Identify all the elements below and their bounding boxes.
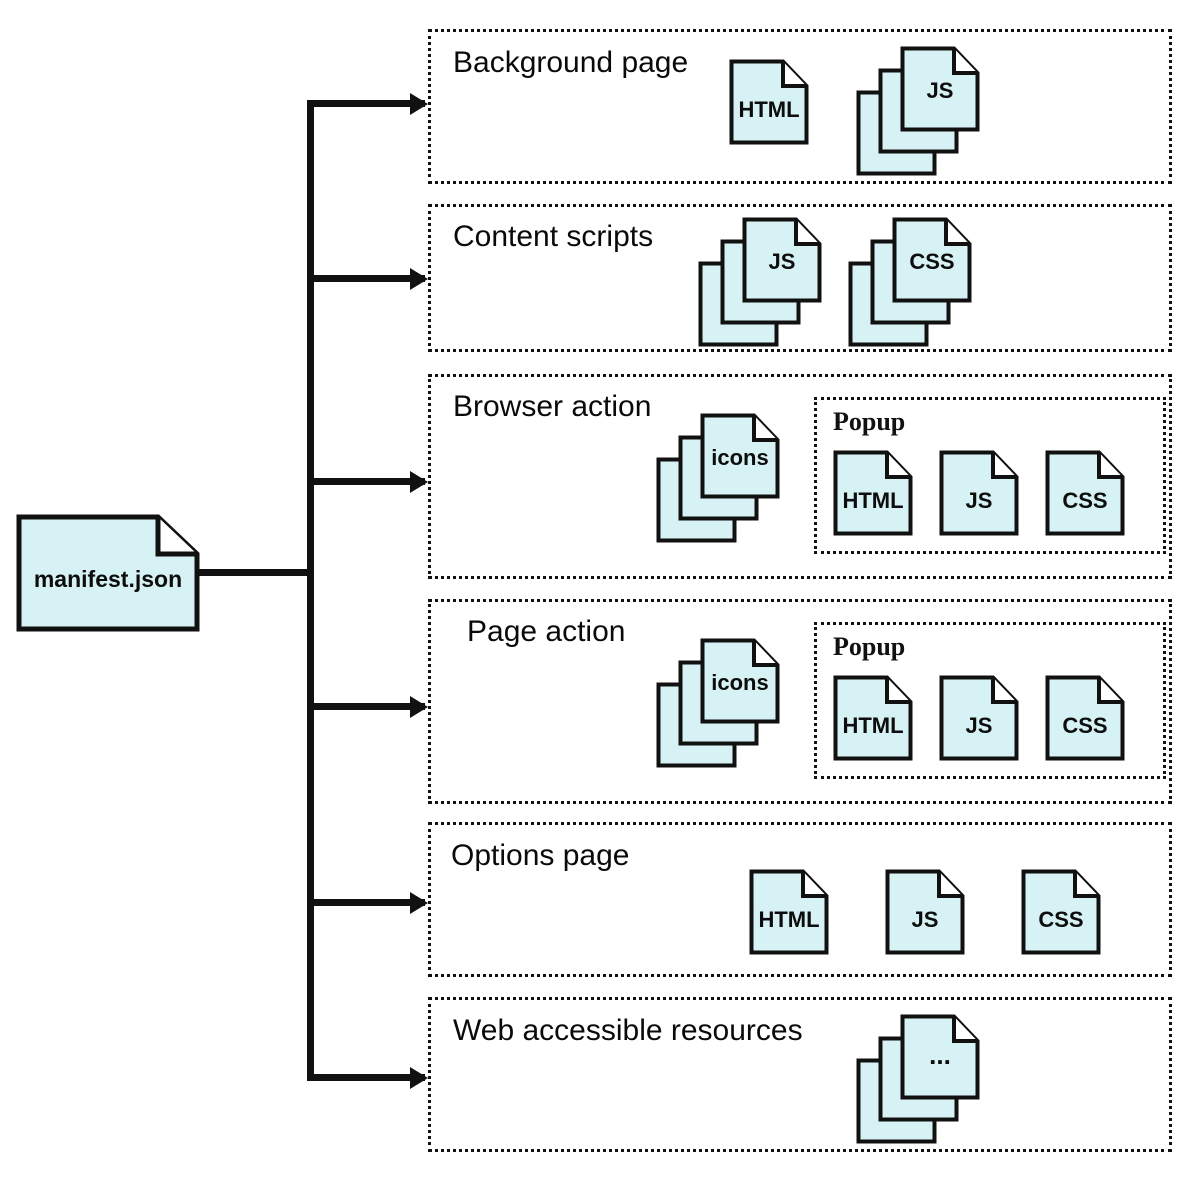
- connector-arrow-4: [410, 696, 428, 718]
- file-stack-icon-icons[interactable]: icons: [656, 413, 780, 543]
- file-icon-css[interactable]: CSS: [1021, 869, 1101, 955]
- connector-arrow-6: [410, 1067, 428, 1089]
- section-title-web-accessible-resources: Web accessible resources: [453, 1014, 803, 1047]
- popup-group-title: Popup: [833, 407, 906, 436]
- section-web-accessible-resources[interactable]: Web accessible resources ...: [428, 997, 1172, 1152]
- file-icon-html[interactable]: HTML: [749, 869, 829, 955]
- file-icon-js[interactable]: JS: [885, 869, 965, 955]
- section-content-scripts[interactable]: Content scripts JS CSS: [428, 204, 1172, 352]
- popup-group-page-action[interactable]: Popup HTML JS CSS: [814, 622, 1166, 779]
- file-icon-css[interactable]: CSS: [1045, 675, 1125, 761]
- popup-group-browser-action[interactable]: Popup HTML JS CSS: [814, 397, 1166, 554]
- section-background-page[interactable]: Background page HTML JS: [428, 29, 1172, 184]
- file-stack-icon-js[interactable]: JS: [856, 46, 980, 176]
- section-title-background-page: Background page: [453, 46, 689, 79]
- popup-group-title: Popup: [833, 632, 906, 661]
- connector-trunk: [307, 100, 314, 1081]
- connector-arrow-5: [410, 892, 428, 914]
- connector-arrow-1: [410, 93, 428, 115]
- section-browser-action[interactable]: Browser action icons Popup HTML: [428, 374, 1172, 579]
- connector-branch-6: [307, 1074, 425, 1081]
- file-icon-html[interactable]: HTML: [833, 675, 913, 761]
- section-title-options-page: Options page: [451, 839, 630, 872]
- section-title-browser-action: Browser action: [453, 390, 652, 423]
- manifest-json-node[interactable]: manifest.json: [16, 514, 200, 632]
- file-icon-html[interactable]: HTML: [833, 450, 913, 536]
- section-title-content-scripts: Content scripts: [453, 220, 654, 253]
- file-stack-icon-icons[interactable]: icons: [656, 638, 780, 768]
- connector-branch-2: [307, 275, 425, 282]
- file-stack-icon-resources[interactable]: ...: [856, 1014, 980, 1144]
- section-page-action[interactable]: Page action icons Popup HTML: [428, 599, 1172, 804]
- file-icon-css[interactable]: CSS: [1045, 450, 1125, 536]
- file-icon-js[interactable]: JS: [939, 450, 1019, 536]
- file-stack-icon-js[interactable]: JS: [698, 217, 822, 347]
- section-title-page-action: Page action: [467, 615, 626, 648]
- connector-branch-1: [307, 100, 425, 107]
- connector-branch-3: [307, 478, 425, 485]
- connector-branch-4: [307, 703, 425, 710]
- section-options-page[interactable]: Options page HTML JS CSS: [428, 822, 1172, 977]
- connector-root-stem: [196, 569, 314, 576]
- connector-arrow-3: [410, 471, 428, 493]
- file-icon-html[interactable]: HTML: [729, 59, 809, 145]
- file-icon-js[interactable]: JS: [939, 675, 1019, 761]
- connector-branch-5: [307, 899, 425, 906]
- file-stack-icon-css[interactable]: CSS: [848, 217, 972, 347]
- connector-arrow-2: [410, 268, 428, 290]
